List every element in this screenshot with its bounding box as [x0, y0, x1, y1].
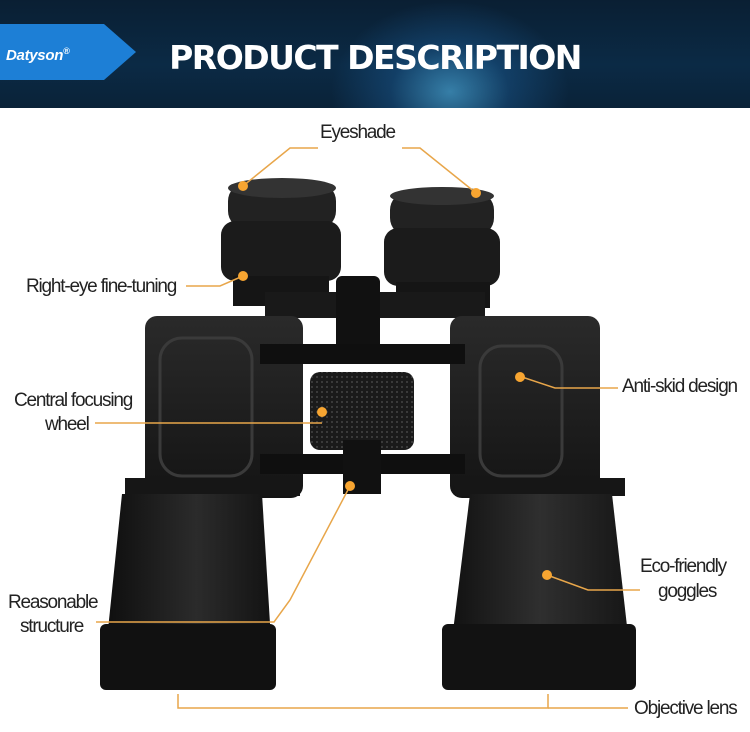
- binoculars-photo: [95, 147, 640, 709]
- label-central-focusing-line1: Central focusing: [14, 390, 133, 411]
- label-right-eye-fine-tuning: Right-eye fine-tuning: [26, 276, 177, 297]
- label-eyeshade: Eyeshade: [320, 122, 396, 143]
- brand-logo: Datyson®: [6, 46, 70, 64]
- right-eyecup: [384, 187, 500, 308]
- focus-wheel: [310, 372, 414, 450]
- banner-glow: [330, 0, 570, 108]
- left-objective-tube: [100, 494, 276, 690]
- label-eco-friendly-line2: goggles: [658, 581, 717, 602]
- label-reasonable-line1: Reasonable: [8, 592, 99, 613]
- label-anti-skid-design: Anti-skid design: [622, 376, 738, 397]
- left-eyecup: [221, 178, 341, 306]
- label-objective-lens: Objective lens: [634, 698, 738, 719]
- callout-lines: [95, 147, 640, 709]
- right-objective-tube: [442, 494, 636, 690]
- callout-markers: [238, 181, 552, 580]
- label-reasonable-line2: structure: [20, 616, 84, 637]
- label-central-focusing-line2: wheel: [45, 414, 90, 435]
- page-title: PRODUCT DESCRIPTION: [169, 38, 582, 77]
- brand-tag-shape: [0, 24, 136, 80]
- binocular-body: [125, 316, 625, 498]
- label-eco-friendly-line1: Eco-friendly: [640, 556, 727, 577]
- header-banner: Datyson® PRODUCT DESCRIPTION: [0, 0, 750, 108]
